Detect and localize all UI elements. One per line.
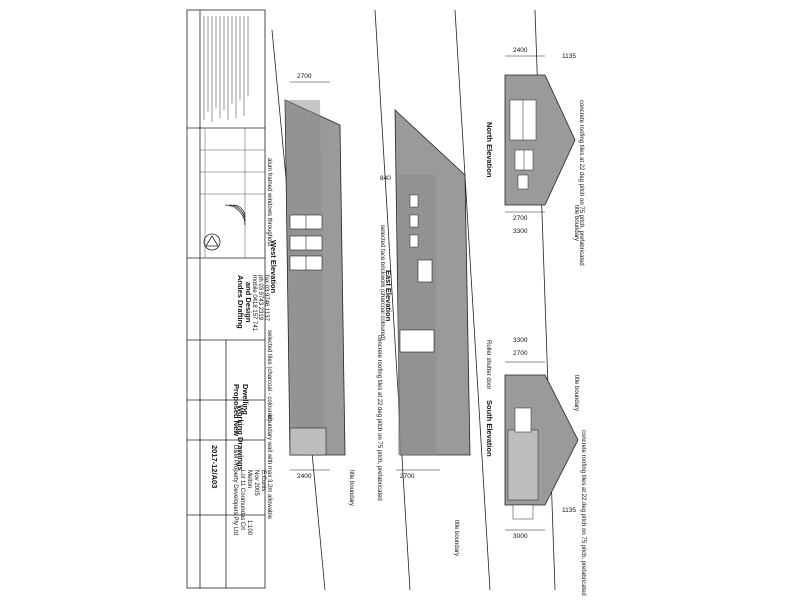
north-window-3 [517, 174, 529, 190]
firm-name-line2: and Design [244, 282, 253, 323]
south-elevation [504, 374, 579, 520]
east-dim-bottom: 2700 [400, 473, 415, 480]
general-notes [203, 16, 249, 122]
west-window-3 [289, 255, 323, 271]
south-entry-door [514, 407, 532, 433]
east-elevation-title: East Elevation [384, 270, 393, 322]
east-title-boundary: title boundary [453, 520, 459, 556]
west-elevation-title: West Elevation [269, 240, 278, 294]
north-elevation-title: North Elevation [485, 122, 494, 178]
firm-logo [203, 204, 246, 251]
south-dim-top: 3000 [513, 533, 528, 540]
drawing-date: Nov 2005 [253, 470, 259, 496]
dimension-lines [290, 55, 545, 531]
west-window-2 [289, 235, 323, 251]
drawing-scale: 1:100 [246, 520, 252, 536]
site-address: Lot 11 Coomundas Crt [239, 470, 245, 530]
drawing-title: Working Drawings [236, 405, 245, 471]
south-roller-door [507, 429, 539, 501]
north-dim-top2: 1135 [562, 53, 576, 60]
south-dim-bottom2: 3300 [513, 337, 528, 344]
project-title-line2: Dwelling [241, 384, 250, 415]
south-dim-bottom: 2700 [513, 350, 528, 357]
east-note-roof: concrete roofing tiles at 22 deg pitch o… [376, 335, 382, 501]
west-boundary-wall [289, 427, 327, 456]
west-window-1 [289, 214, 323, 230]
west-note-tiles: selected tiles (charcoal - coloured) [266, 330, 272, 421]
west-wall [285, 100, 325, 455]
north-window-1 [509, 99, 537, 141]
firm-contact-phone: ph 03 9743 2319 [257, 275, 263, 321]
east-garage-door [399, 329, 435, 353]
south-window [512, 504, 534, 520]
south-dim-top2: 1135 [562, 507, 576, 514]
drawing-number: 2017-12/A03 [210, 445, 219, 488]
north-elevation [504, 74, 576, 206]
revision-table [200, 128, 265, 258]
north-window-2 [514, 149, 534, 171]
firm-contact-mobile: mobile 0418 157 741 [251, 275, 257, 332]
north-dim-bottom: 2700 [513, 215, 528, 222]
east-door [417, 259, 433, 283]
west-note-windows: alum framed windows throughout [266, 158, 272, 247]
site-suburb: Melton [246, 470, 252, 488]
north-note-roof: concrete roofing tiles at 22 deg pitch o… [578, 100, 584, 266]
firm-name: Andes Drafting [236, 275, 245, 329]
north-title-boundary: title boundary [573, 205, 579, 241]
south-note-roof: concrete roofing tiles at 22 deg pitch o… [580, 430, 586, 596]
south-title-boundary: title boundary [573, 375, 579, 411]
east-window-1 [409, 194, 419, 248]
west-dim-bottom: 2400 [297, 473, 312, 480]
north-dim-top: 2400 [513, 47, 528, 54]
project-title: Proposed New [232, 384, 241, 436]
east-note-face: selected face brickwork (charcoal colour… [379, 225, 385, 340]
south-note-door: Roller shutter door [485, 340, 491, 389]
client-name: D&M Property Developers Pty Ltd [232, 445, 238, 535]
west-dim-top: 2700 [297, 73, 312, 80]
drawn-by: E.Curtis [260, 470, 266, 491]
west-elevation [284, 99, 346, 456]
firm-contact-fax: fax 03 9746 1137 [263, 275, 269, 322]
title-block [186, 9, 266, 589]
north-dim-bottom2: 3300 [513, 228, 528, 235]
south-elevation-title: South Elevation [485, 400, 494, 457]
west-note-boundary: boundary wall with max 3.2m allowable [266, 415, 272, 520]
east-dim-eave: 840 [380, 175, 391, 182]
east-elevation [394, 109, 471, 456]
west-title-boundary: title boundary [348, 470, 354, 506]
